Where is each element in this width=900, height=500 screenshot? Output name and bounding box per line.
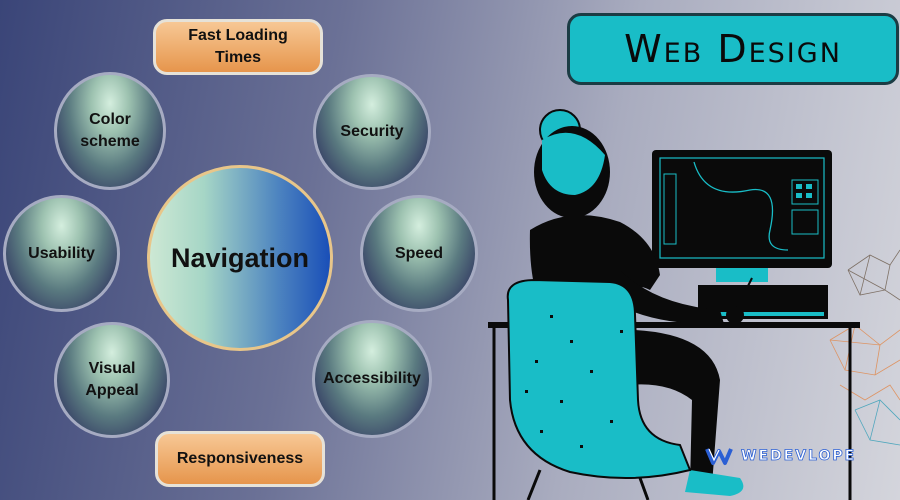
logo-text: WEDEVLOPE [741, 448, 857, 465]
mesh-decoration-icon-3 [854, 399, 900, 446]
usability-bubble: Usability [3, 195, 120, 312]
designer-illustration [488, 109, 900, 500]
usability-label: Usability [28, 244, 95, 262]
responsiveness-label: Responsiveness [176, 450, 304, 468]
accessibility-label: Accessibility [323, 370, 421, 388]
visual-appeal-line2: Appeal [85, 382, 139, 399]
color-scheme-bubble: Color scheme [54, 72, 166, 190]
monitor-icon [652, 150, 832, 282]
mesh-decoration-icon [847, 249, 900, 301]
fast-loading-label-line1: Fast Loading [188, 27, 288, 45]
fast-loading-pill: Fast Loading Times [153, 19, 323, 75]
speed-bubble: Speed [360, 195, 478, 312]
color-scheme-line1: Color [89, 111, 131, 129]
page-title: Web Design [624, 27, 842, 71]
desk-icon [488, 322, 860, 328]
mesh-decoration-icon-2 [829, 324, 900, 401]
speed-label: Speed [394, 244, 443, 262]
title-box: Web Design [567, 13, 899, 85]
brand-logo: WEDEVLOPE [705, 445, 856, 467]
responsiveness-pill: Responsiveness [155, 431, 325, 487]
security-label: Security [340, 123, 404, 141]
visual-appeal-bubble: Visual Appeal [54, 322, 170, 438]
fast-loading-label-line2: Times [215, 49, 261, 66]
wedevlope-logo-icon [705, 448, 733, 465]
visual-appeal-line1: Visual [88, 360, 136, 378]
accessibility-bubble: Accessibility [312, 320, 432, 438]
chair-icon [506, 278, 692, 500]
color-scheme-line2: scheme [80, 133, 140, 150]
navigation-label: Navigation [170, 242, 310, 273]
security-bubble: Security [313, 74, 431, 190]
navigation-center-circle: Navigation [147, 165, 333, 351]
